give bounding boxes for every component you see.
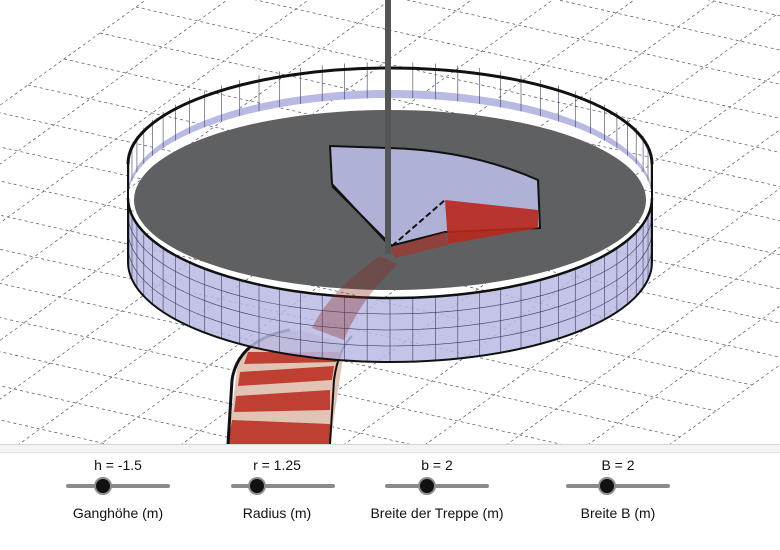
stair-step xyxy=(228,420,330,444)
grid-line xyxy=(0,0,554,400)
grid-line xyxy=(0,317,562,444)
grid-line xyxy=(0,0,391,282)
slider-breite-b[interactable]: B = 2 Breite B (m) xyxy=(553,453,683,543)
slider-track[interactable] xyxy=(231,484,335,488)
grid-line xyxy=(0,385,260,444)
slider-track[interactable] xyxy=(566,484,670,488)
upper-stair-step xyxy=(390,232,448,258)
center-pole xyxy=(385,0,391,254)
stair-step xyxy=(238,366,334,386)
graphics-3d-view[interactable] xyxy=(0,0,780,444)
rim-top-front xyxy=(126,197,654,300)
slider-value-b: b = 2 xyxy=(421,457,453,473)
slider-ganghoehe[interactable]: h = -1.5 Ganghöhe (m) xyxy=(53,453,183,543)
slider-breite-treppe[interactable]: b = 2 Breite der Treppe (m) xyxy=(370,453,503,543)
slider-caption-ganghoehe: Ganghöhe (m) xyxy=(72,505,164,521)
stair-step xyxy=(234,390,330,412)
opening-edge-dashed xyxy=(391,199,446,247)
slider-radius[interactable]: r = 1.25 Radius (m) xyxy=(212,453,342,543)
rim-bottom xyxy=(127,261,653,363)
stair-shadow xyxy=(312,256,398,340)
slider-panel: h = -1.5 Ganghöhe (m) r = 1.25 Radius (m… xyxy=(0,453,780,550)
slider-track[interactable] xyxy=(66,484,170,488)
slider-knob[interactable] xyxy=(598,477,616,495)
spiral-staircase-scene xyxy=(0,0,780,444)
grid-line xyxy=(18,0,635,444)
wall-grid-ring xyxy=(127,213,653,315)
grid-line xyxy=(0,214,753,386)
slider-knob[interactable] xyxy=(94,477,112,495)
slider-caption-radius: Radius (m) xyxy=(242,505,312,521)
slider-caption-breite-b: Breite B (m) xyxy=(580,505,656,521)
grid-line xyxy=(556,0,780,51)
grid-line xyxy=(135,6,780,153)
slider-knob[interactable] xyxy=(418,477,436,495)
grid-line xyxy=(0,419,109,444)
wall-grid-ring xyxy=(127,245,653,347)
slider-caption-breite-treppe: Breite der Treppe (m) xyxy=(370,505,504,521)
slider-track[interactable] xyxy=(385,484,489,488)
wall-grid-ring xyxy=(127,229,653,331)
grid-line xyxy=(707,0,780,17)
upper-stair-step xyxy=(445,200,538,244)
slider-value-B: B = 2 xyxy=(601,457,635,473)
grid-line xyxy=(344,129,780,444)
grid-line xyxy=(0,351,411,444)
grid-line xyxy=(254,0,780,119)
panel-divider xyxy=(0,444,780,453)
pole-shaft xyxy=(385,0,391,254)
grid-line xyxy=(405,0,780,85)
slider-knob[interactable] xyxy=(248,477,266,495)
slider-value-h: h = -1.5 xyxy=(94,457,142,473)
upper-spiral-stair xyxy=(312,144,542,340)
opening-edge xyxy=(331,185,393,247)
slider-value-r: r = 1.25 xyxy=(253,457,301,473)
